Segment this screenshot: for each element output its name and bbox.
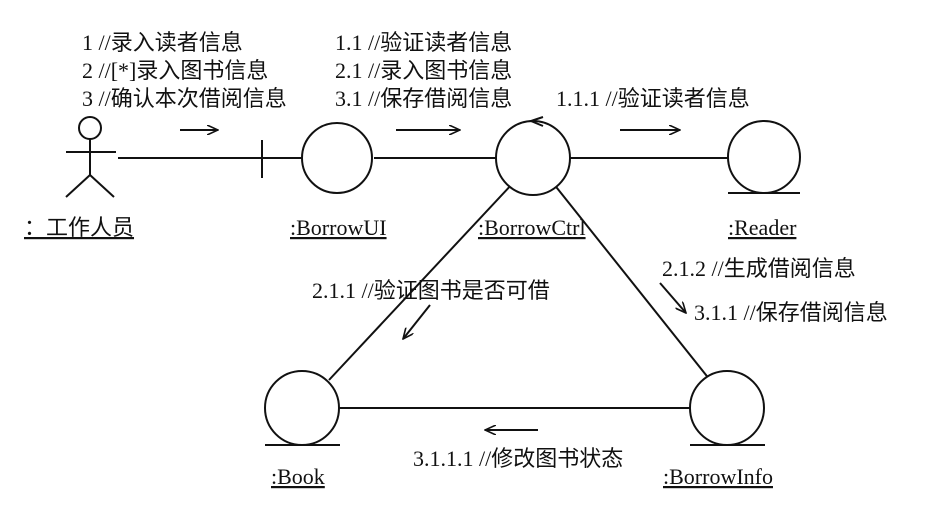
borrow-ctrl-object <box>495 120 571 196</box>
borrow-ui-label: :BorrowUI <box>290 215 387 240</box>
reader-object <box>727 120 801 194</box>
message-ctrl-book: 2.1.1 //验证图书是否可借 <box>312 278 550 303</box>
message-info-book: 3.1.1.1 //修改图书状态 <box>413 446 623 471</box>
borrow-ui-object <box>301 122 373 194</box>
borrow-info-label: :BorrowInfo <box>663 464 773 489</box>
actor-label: ：工作人员 <box>24 215 134 240</box>
message-actor-ui-1: 1 //录入读者信息 <box>82 30 243 55</box>
message-actor-ui-2: 2 //[*]录入图书信息 <box>82 58 268 83</box>
message-ui-ctrl-3: 3.1 //保存借阅信息 <box>335 86 512 111</box>
message-ui-ctrl-2: 2.1 //录入图书信息 <box>335 58 512 83</box>
arrow-ctrl-to-info <box>659 282 686 313</box>
borrow-ctrl-control-arrow <box>528 116 544 127</box>
borrow-info-object <box>689 370 765 446</box>
message-ui-ctrl-1: 1.1 //验证读者信息 <box>335 30 512 55</box>
actor-figure <box>65 116 116 198</box>
borrow-ctrl-label: :BorrowCtrl <box>478 215 586 240</box>
reader-label: :Reader <box>728 215 797 240</box>
message-ctrl-info-2: 3.1.1 //保存借阅信息 <box>694 300 888 325</box>
message-ctrl-info-1: 2.1.2 //生成借阅信息 <box>662 256 856 281</box>
message-actor-ui-3: 3 //确认本次借阅信息 <box>82 86 287 111</box>
arrow-ctrl-to-book <box>403 304 431 339</box>
message-ctrl-reader: 1.1.1 //验证读者信息 <box>556 86 750 111</box>
book-object <box>264 370 340 446</box>
link-ctrl-info <box>552 182 711 381</box>
link-ctrl-book <box>328 182 514 381</box>
book-label: :Book <box>271 464 325 489</box>
